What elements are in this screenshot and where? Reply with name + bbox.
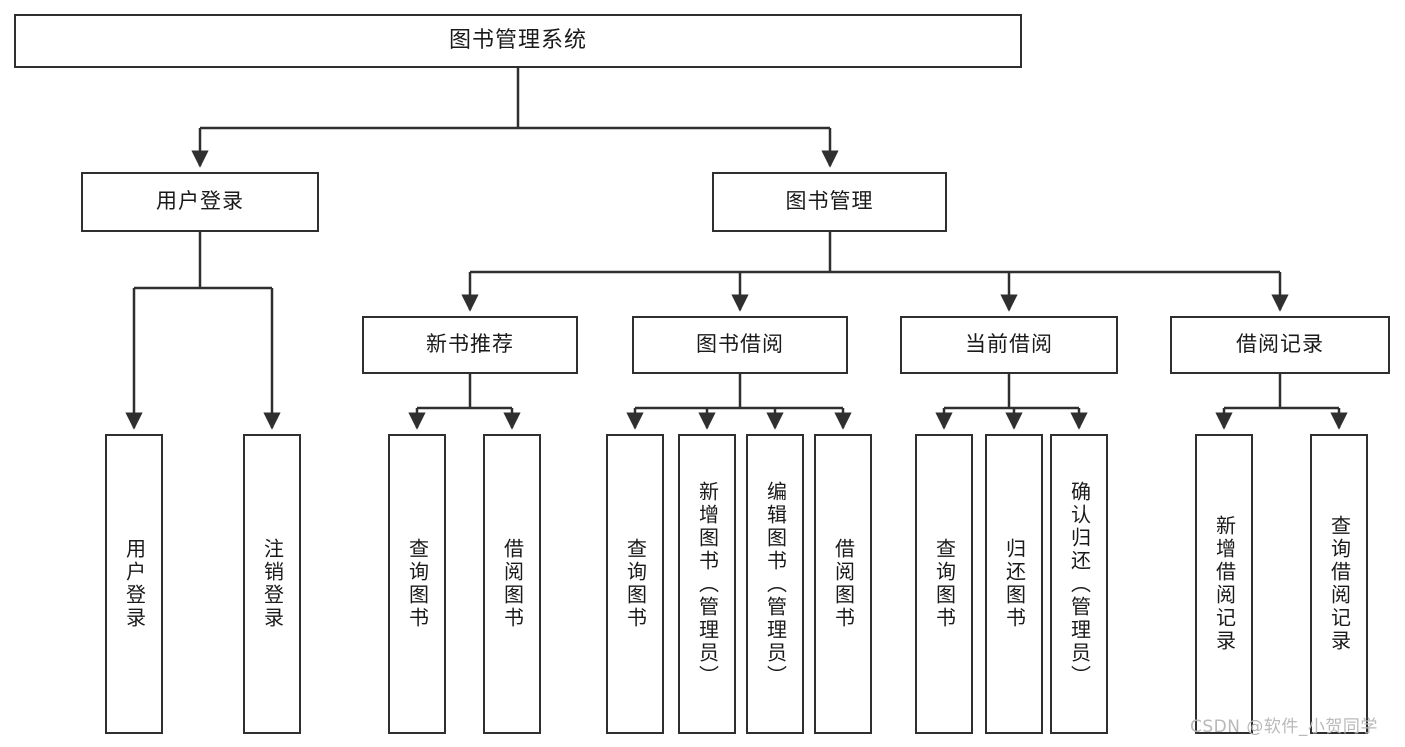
node-borrow-records[interactable]: 借阅记录 — [1170, 316, 1390, 374]
leaf-query-books-current[interactable]: 查询图书 — [915, 434, 973, 734]
node-user-login[interactable]: 用户登录 — [81, 172, 319, 232]
leaf-query-books-recommend[interactable]: 查询图书 — [388, 434, 446, 734]
leaf-return-books[interactable]: 归还图书 — [985, 434, 1043, 734]
leaf-query-borrow-record[interactable]: 查询借阅记录 — [1310, 434, 1368, 734]
leaf-confirm-return-admin[interactable]: 确认归还（管理员） — [1050, 434, 1108, 734]
leaf-logout[interactable]: 注销登录 — [243, 434, 301, 734]
node-new-book-recommend[interactable]: 新书推荐 — [362, 316, 578, 374]
leaf-query-books-borrow[interactable]: 查询图书 — [606, 434, 664, 734]
node-root[interactable]: 图书管理系统 — [14, 14, 1022, 68]
leaf-add-borrow-record[interactable]: 新增借阅记录 — [1195, 434, 1253, 734]
leaf-borrow-books[interactable]: 借阅图书 — [814, 434, 872, 734]
leaf-add-book-admin[interactable]: 新增图书（管理员） — [678, 434, 736, 734]
node-current-borrow[interactable]: 当前借阅 — [900, 316, 1118, 374]
leaf-user-login[interactable]: 用户登录 — [105, 434, 163, 734]
leaf-borrow-books-recommend[interactable]: 借阅图书 — [483, 434, 541, 734]
watermark: CSDN @软件_小贺同学 — [1190, 717, 1378, 737]
node-book-borrow[interactable]: 图书借阅 — [632, 316, 848, 374]
leaf-edit-book-admin[interactable]: 编辑图书（管理员） — [746, 434, 804, 734]
node-book-management[interactable]: 图书管理 — [712, 172, 947, 232]
